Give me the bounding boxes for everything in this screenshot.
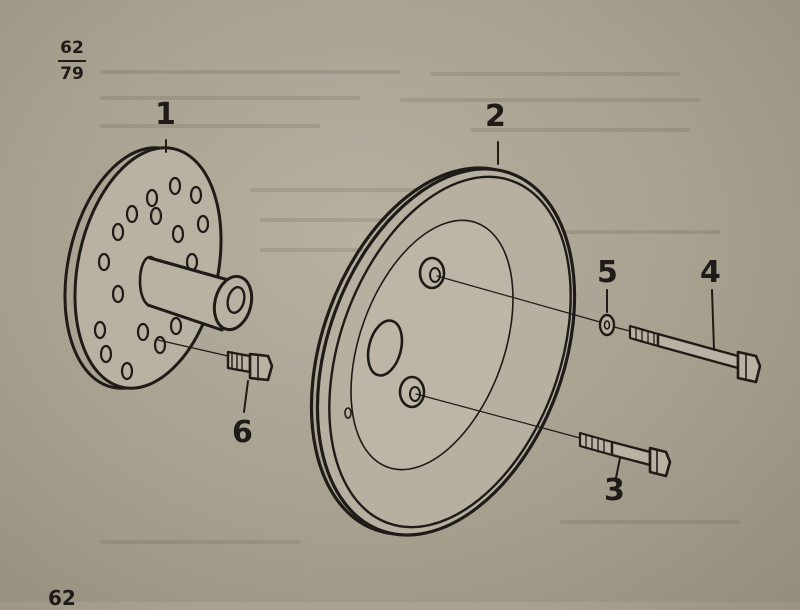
callout-1: 1 [155,97,176,132]
callout-3: 3 [604,473,625,508]
callout-2: 2 [485,99,506,134]
part-6-short-bolt [157,339,274,413]
part-2-dished-disc [309,166,577,537]
flange-bolt-holes [93,176,210,381]
page-footer-number: 62 [48,586,76,610]
part-4-long-bolt [613,289,762,384]
callout-5: 5 [597,255,618,290]
fraction-bar [58,60,86,62]
page-fraction-top: 62 [60,38,84,58]
page-fraction-bottom: 79 [60,64,84,84]
part-1-flange-hub [63,146,254,390]
page-fraction: 62 79 [58,40,86,83]
part-5-washer [436,275,616,337]
callout-6: 6 [232,415,253,450]
callout-4: 4 [700,255,721,290]
part-3-medium-bolt [415,393,672,479]
